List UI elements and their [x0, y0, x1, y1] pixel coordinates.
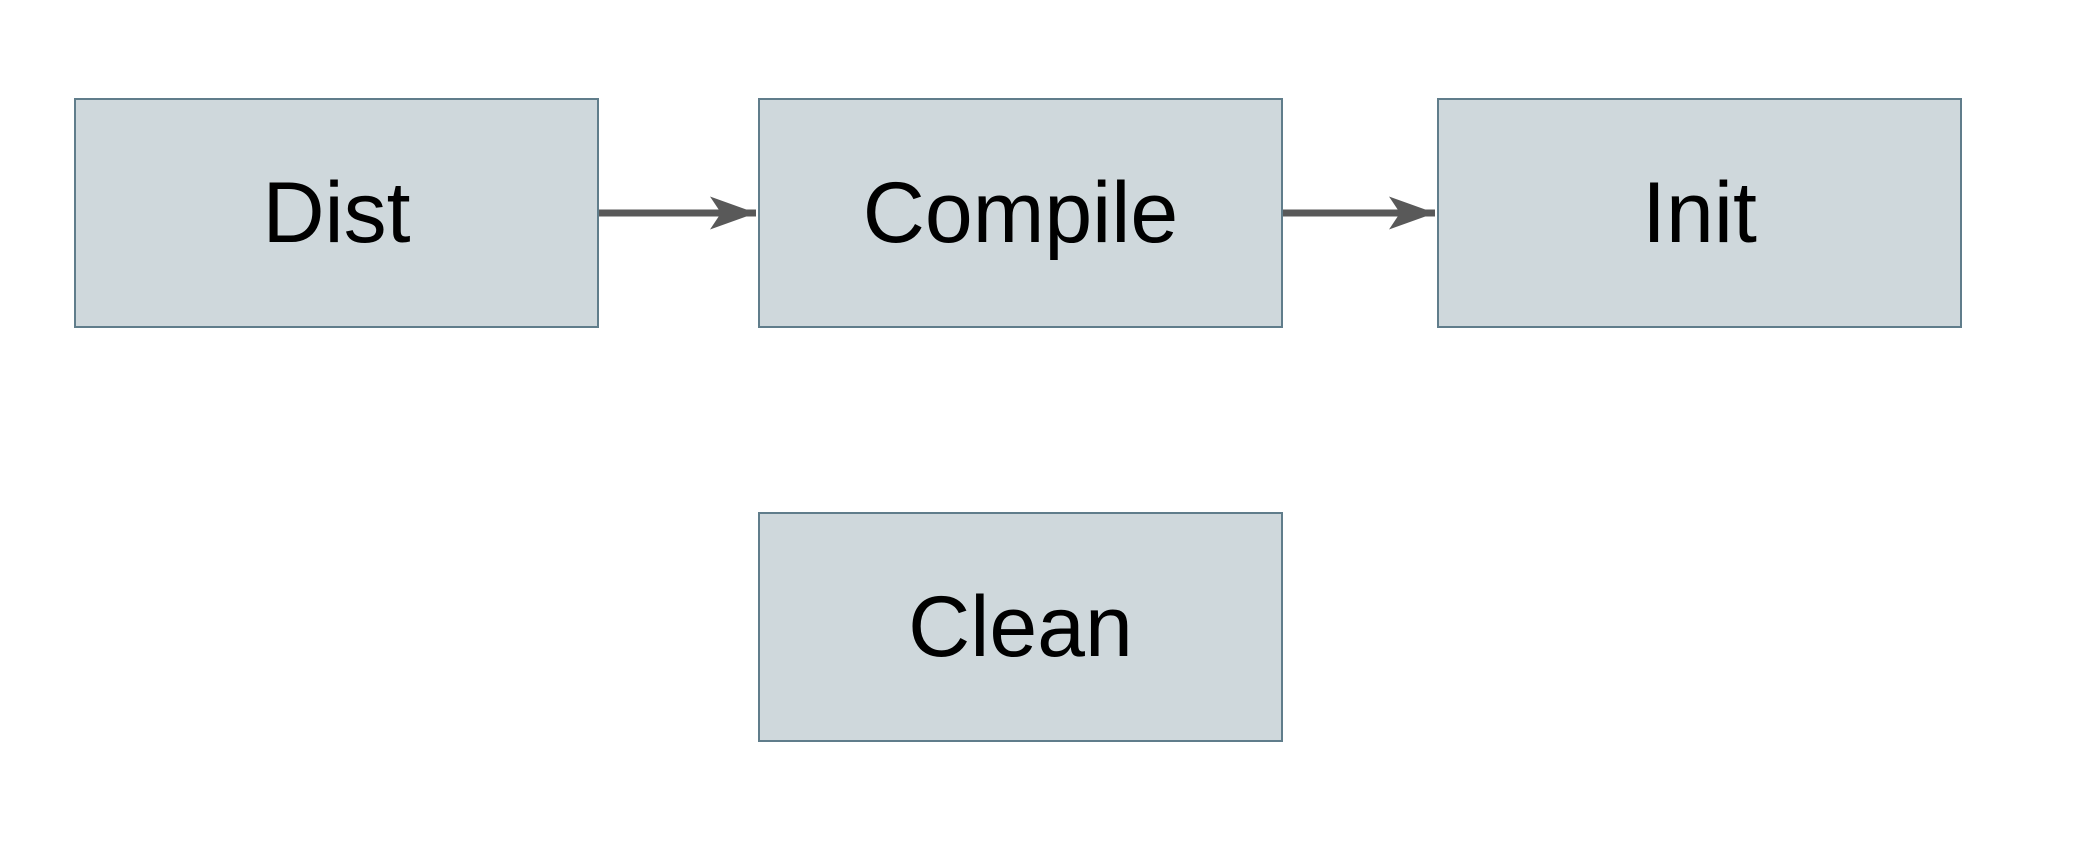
node-init-label: Init	[1642, 165, 1757, 261]
node-init[interactable]: Init	[1437, 98, 1962, 328]
node-compile-label: Compile	[862, 165, 1179, 261]
node-dist-label: Dist	[262, 165, 411, 261]
node-clean-label: Clean	[908, 579, 1133, 675]
node-compile[interactable]: Compile	[758, 98, 1283, 328]
node-dist[interactable]: Dist	[74, 98, 599, 328]
node-clean[interactable]: Clean	[758, 512, 1283, 742]
